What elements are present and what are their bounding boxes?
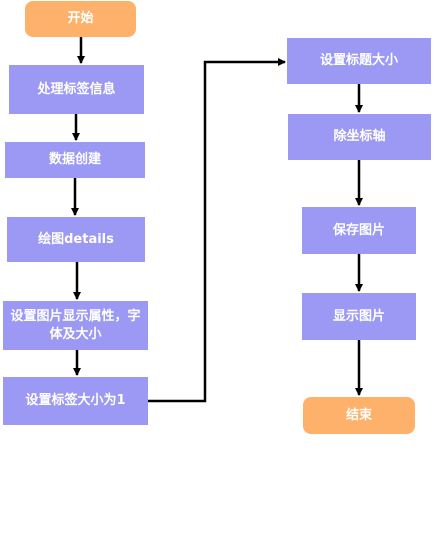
create-data-node: 数据创建 [5,142,145,178]
save-image-node: 保存图片 [302,207,416,254]
process-labels-node: 处理标签信息 [9,65,144,114]
set-label-size-node: 设置标签大小为1 [3,377,148,425]
arrow-set-label-size-to-set-title-size [148,58,286,403]
set-image-props-node: 设置图片显示属性，字体及大小 [3,301,148,350]
plot-details-node: 绘图details [7,217,145,262]
set-title-size-node: 设置标题大小 [287,38,431,84]
show-image-node: 显示图片 [302,293,416,340]
start-node: 开始 [25,1,136,37]
end-node: 结束 [303,397,415,434]
remove-axes-node: 除坐标轴 [288,114,431,160]
